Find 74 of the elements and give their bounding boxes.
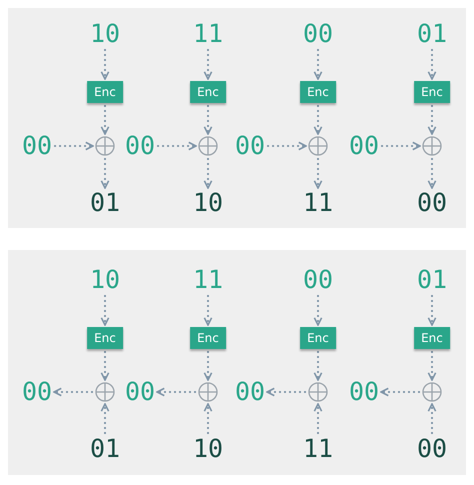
bit-label: 00 [234,133,266,159]
encoder-box: Enc [300,327,336,349]
arrow [428,403,436,434]
bit-label: 11 [302,436,334,462]
bit-label: 00 [22,379,52,405]
arrow [314,295,322,326]
arrow [267,142,307,150]
arrow [100,105,110,135]
arrow [314,403,322,434]
bit-label: 00 [416,436,448,462]
arrow [204,351,212,381]
xor-symbol [308,382,328,402]
bit-label: 00 [234,379,266,405]
arrow [53,388,93,396]
bit-label: 00 [124,379,156,405]
bit-label: 00 [416,190,448,216]
arrow [100,158,110,189]
encoder-box: Enc [414,327,450,349]
arrow [100,49,110,80]
arrow [428,105,436,135]
arrow [314,49,322,80]
xor-symbol [422,382,442,402]
arrow [157,142,197,150]
arrow [381,142,421,150]
encoder-box: Enc [87,81,123,103]
arrow [428,295,436,326]
arrow [100,351,110,381]
bit-label: 11 [302,190,334,216]
xor-symbol [422,136,442,156]
arrow [314,105,322,135]
arrow [266,388,306,396]
encoder-box: Enc [190,81,226,103]
arrow [54,142,94,150]
arrow [314,351,322,381]
arrow [428,49,436,80]
encoder-box: Enc [190,327,226,349]
bit-label: 00 [124,133,156,159]
arrow [428,351,436,381]
bit-label: 11 [192,21,224,47]
arrow [204,49,212,80]
arrow [204,105,212,135]
bit-label: 00 [22,133,52,159]
arrow [100,295,110,326]
bit-label: 10 [90,21,120,47]
encoder-box: Enc [87,327,123,349]
arrow [100,403,110,434]
bit-label: 10 [192,190,224,216]
arrow [428,158,436,189]
arrow [204,403,212,434]
encoder-box: Enc [414,81,450,103]
xor-symbol [198,382,218,402]
bit-label: 00 [348,379,380,405]
arrow [204,295,212,326]
xor-symbol [198,136,218,156]
bit-label: 01 [90,190,120,216]
arrow [156,388,196,396]
xor-symbol [95,382,115,402]
panel-background [8,8,466,228]
bit-label: 01 [416,267,448,293]
bit-label: 10 [90,267,120,293]
xor-symbol [308,136,328,156]
bit-label: 11 [192,267,224,293]
encoder-box: Enc [300,81,336,103]
bit-label: 00 [348,133,380,159]
arrow [380,388,420,396]
bit-label: 00 [302,267,334,293]
xor-symbol [95,136,115,156]
bit-label: 01 [416,21,448,47]
panel-background [8,250,466,475]
arrow [314,158,322,189]
bit-label: 00 [302,21,334,47]
arrow [204,158,212,189]
bit-label: 01 [90,436,120,462]
bit-label: 10 [192,436,224,462]
